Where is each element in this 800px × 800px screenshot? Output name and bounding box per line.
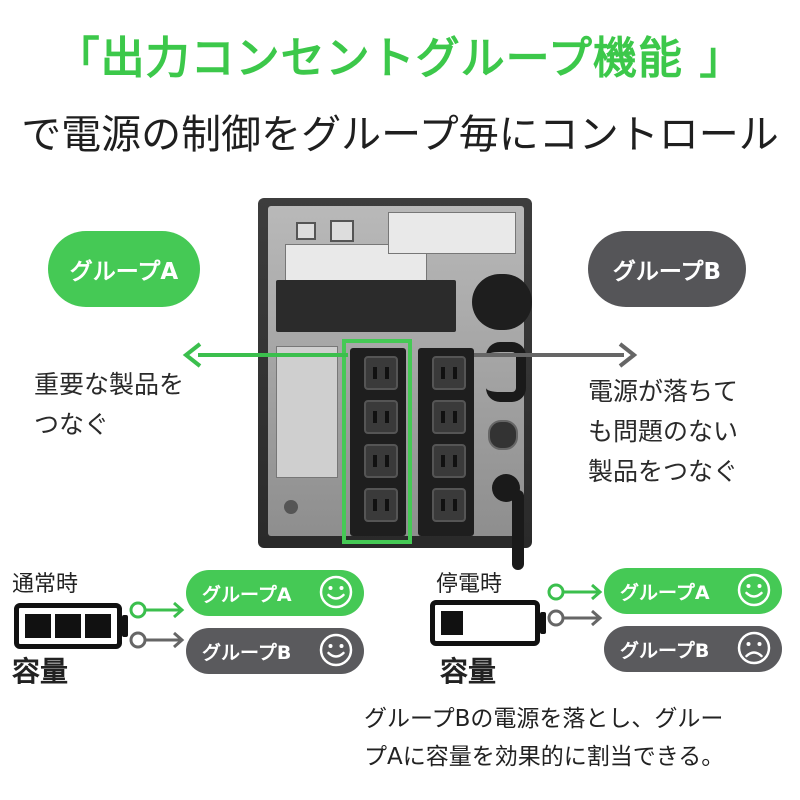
group-b-description: 電源が落ちて も問題のない 製品をつなぐ <box>588 372 738 492</box>
group-a-description-line: つなぐ <box>34 410 110 439</box>
outlet-socket-icon <box>364 444 398 478</box>
capacity-label: 容量 <box>12 655 69 688</box>
group-b-badge: グループB <box>588 231 746 307</box>
normal-state-label: 通常時 <box>12 572 79 597</box>
normal-group-b-pill: グループB <box>186 628 364 674</box>
battery-tip <box>122 615 128 637</box>
page-title: 「出力コンセントグループ機能 」 <box>55 33 745 84</box>
outage-group-b-pill: グループB <box>604 626 782 672</box>
smile-face-icon <box>319 633 353 667</box>
input-plug-icon <box>472 274 532 330</box>
battery-cell <box>25 614 51 638</box>
battery-full-icon <box>14 603 122 649</box>
arrow-right-gray-icon <box>474 342 638 368</box>
group-a-description: 重要な製品を つなぐ <box>34 365 184 445</box>
outlet-group-a-highlight <box>342 339 412 544</box>
outlet-group-b <box>418 348 474 536</box>
battery-tip <box>540 612 546 634</box>
sad-face-icon <box>737 631 771 665</box>
footer-line: プAに容量を効果的に割当できる。 <box>364 744 725 770</box>
connector-arrows-icon <box>129 601 185 649</box>
normal-group-a-pill: グループA <box>186 570 364 616</box>
outage-group-a-pill: グループA <box>604 568 782 614</box>
smile-face-icon <box>737 573 771 607</box>
battery-cell <box>55 614 81 638</box>
group-b-description-line: 電源が落ちて <box>588 377 739 406</box>
certification-label-icon <box>276 346 338 478</box>
warning-label-icon <box>388 212 516 254</box>
outlet-socket-icon <box>364 356 398 390</box>
pill-label: グループA <box>202 583 292 606</box>
usb-port-icon <box>296 222 316 240</box>
reset-button-icon <box>488 420 518 450</box>
battery-cell <box>441 611 463 635</box>
battery-low-icon <box>430 600 540 646</box>
connector-arrows-icon <box>547 583 603 627</box>
footer-line: グループBの電源を落とし、グルー <box>364 706 724 732</box>
outage-state-label: 停電時 <box>436 572 503 597</box>
serial-port-icon <box>330 220 354 242</box>
group-b-description-line: も問題のない <box>588 417 739 446</box>
pill-label: グループB <box>202 641 292 664</box>
arrow-left-green-icon <box>182 342 348 368</box>
group-a-badge: グループA <box>48 231 200 307</box>
cord-cable-icon <box>512 490 524 570</box>
capacity-label: 容量 <box>440 655 497 688</box>
expansion-slot-icon <box>276 280 456 332</box>
outlet-socket-icon <box>432 488 466 522</box>
outlet-socket-icon <box>432 356 466 390</box>
outlet-socket-icon <box>364 400 398 434</box>
ground-screw-icon <box>284 500 298 514</box>
pill-label: グループB <box>620 639 710 662</box>
group-a-description-line: 重要な製品を <box>34 370 185 399</box>
battery-cell <box>85 614 111 638</box>
outlet-socket-icon <box>432 444 466 478</box>
outlet-group-a <box>350 348 406 536</box>
smile-face-icon <box>319 575 353 609</box>
power-cord-icon <box>486 342 526 402</box>
pill-label: グループA <box>620 581 710 604</box>
group-b-description-line: 製品をつなぐ <box>588 457 739 486</box>
footer-note: グループBの電源を落とし、グルー プAに容量を効果的に割当できる。 <box>364 700 800 776</box>
outlet-socket-icon <box>432 400 466 434</box>
outlet-socket-icon <box>364 488 398 522</box>
page-subtitle: で電源の制御をグループ毎にコントロール <box>21 112 779 158</box>
